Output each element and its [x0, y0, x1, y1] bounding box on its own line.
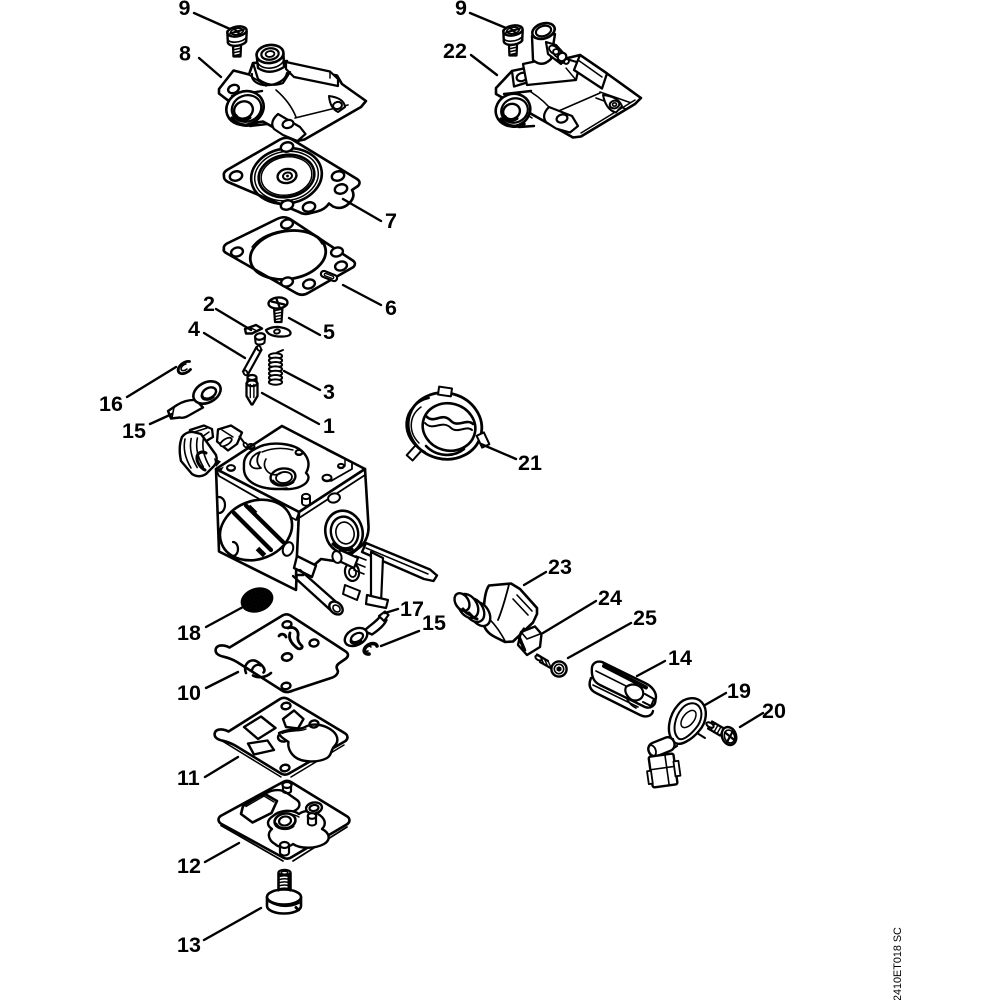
svg-text:15: 15 — [422, 611, 446, 635]
svg-text:16: 16 — [99, 392, 123, 416]
svg-text:2410ET018 SC: 2410ET018 SC — [892, 927, 904, 1000]
svg-text:25: 25 — [633, 606, 657, 630]
svg-text:15: 15 — [122, 419, 146, 443]
svg-text:9: 9 — [455, 0, 467, 20]
svg-text:9: 9 — [179, 0, 191, 20]
svg-text:24: 24 — [598, 586, 622, 610]
svg-text:8: 8 — [179, 42, 191, 66]
svg-text:7: 7 — [385, 209, 397, 233]
svg-text:17: 17 — [400, 597, 424, 621]
svg-text:19: 19 — [727, 679, 751, 703]
svg-text:11: 11 — [177, 766, 200, 790]
svg-text:23: 23 — [548, 555, 572, 579]
svg-text:20: 20 — [762, 699, 786, 723]
svg-text:12: 12 — [177, 854, 201, 878]
svg-text:21: 21 — [518, 451, 542, 475]
svg-text:4: 4 — [188, 317, 200, 341]
svg-text:2: 2 — [203, 292, 215, 316]
svg-text:13: 13 — [177, 933, 201, 957]
svg-text:22: 22 — [443, 39, 467, 63]
svg-text:1: 1 — [323, 414, 335, 438]
svg-text:5: 5 — [323, 320, 335, 344]
svg-text:10: 10 — [177, 681, 201, 705]
svg-text:3: 3 — [323, 380, 335, 404]
svg-text:14: 14 — [668, 646, 692, 670]
svg-text:6: 6 — [385, 296, 397, 320]
svg-text:18: 18 — [177, 621, 201, 645]
